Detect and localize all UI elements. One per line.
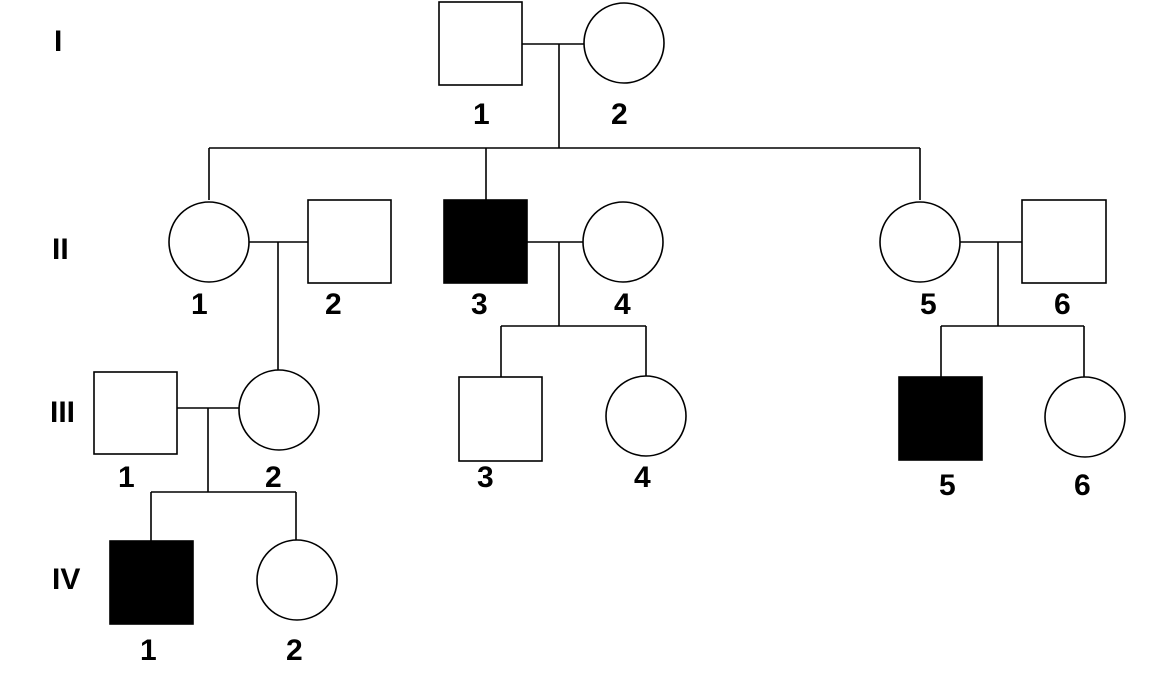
female-circle (605, 375, 687, 457)
individual-IV-1: 1 (109, 540, 194, 667)
female-circle (583, 2, 665, 84)
female-circle (168, 201, 250, 283)
generation-label-III: III (50, 396, 75, 429)
male-square (458, 376, 543, 462)
individual-number: 1 (118, 461, 135, 494)
individual-number: 2 (325, 288, 342, 321)
female-circle (582, 201, 664, 283)
individual-number: 1 (140, 634, 157, 667)
individual-number: 3 (471, 288, 488, 321)
male-square-affected (443, 199, 528, 284)
individual-III-3: 3 (458, 376, 543, 494)
individual-number: 1 (191, 288, 208, 321)
individual-I-2: 2 (583, 2, 665, 131)
individual-III-1: 1 (93, 371, 178, 494)
individual-II-1: 1 (168, 201, 250, 321)
individual-III-5: 5 (898, 376, 983, 502)
pedigree-lines (150, 43, 1085, 541)
generation-label-I: I (54, 25, 62, 58)
male-square (438, 1, 523, 86)
individual-number: 5 (920, 288, 937, 321)
individual-number: 2 (611, 98, 628, 131)
individual-II-2: 2 (307, 199, 392, 321)
generation-label-IV: IV (52, 563, 80, 596)
individual-number: 4 (614, 288, 631, 321)
female-circle (256, 539, 338, 621)
individual-IV-2: 2 (256, 539, 338, 667)
female-circle (879, 201, 961, 283)
individual-II-3: 3 (443, 199, 528, 321)
male-square (307, 199, 392, 284)
individual-III-4: 4 (605, 375, 687, 494)
individual-I-1: 1 (438, 1, 523, 131)
individual-II-4: 4 (582, 201, 664, 321)
individual-number: 1 (473, 98, 490, 131)
individual-II-6: 6 (1021, 199, 1107, 321)
male-square (93, 371, 178, 455)
individual-number: 2 (265, 461, 282, 494)
individual-number: 4 (634, 461, 651, 494)
individual-number: 6 (1074, 469, 1091, 502)
female-circle (238, 369, 320, 451)
male-square-affected (898, 376, 983, 461)
individual-number: 6 (1054, 288, 1071, 321)
generation-label-II: II (52, 233, 69, 266)
female-circle (1044, 376, 1126, 458)
individual-number: 3 (477, 461, 494, 494)
individual-III-6: 6 (1044, 376, 1126, 502)
individual-III-2: 2 (238, 369, 320, 494)
male-square-affected (109, 540, 194, 625)
male-square (1021, 199, 1107, 284)
individual-number: 5 (939, 469, 956, 502)
individual-II-5: 5 (879, 201, 961, 321)
individual-number: 2 (286, 634, 303, 667)
